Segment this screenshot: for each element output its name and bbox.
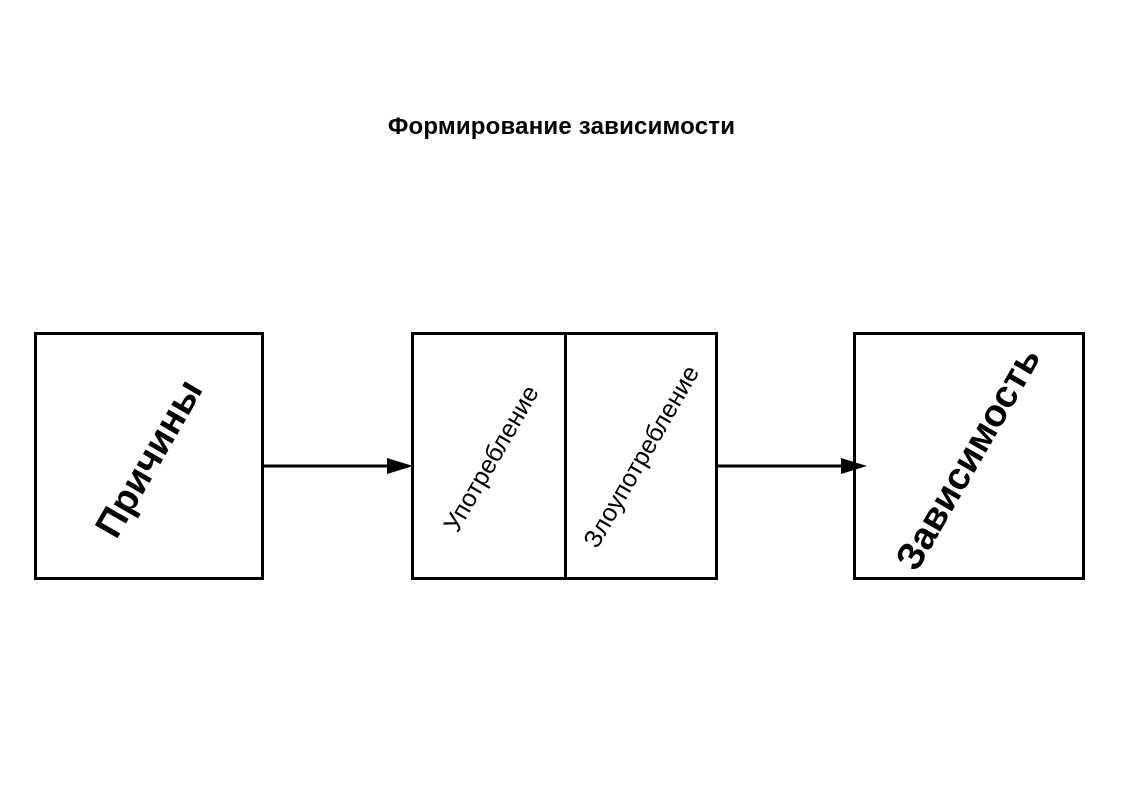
usage-abuse-box: Употребление Злоупотребление [411, 332, 718, 580]
arrow-causes-to-usage [264, 458, 413, 474]
diagram-title: Формирование зависимости [387, 113, 736, 140]
arrow-usage-to-dependence [718, 458, 867, 474]
usage-abuse-divider [564, 335, 567, 577]
dependence-box: Зависимость [853, 332, 1085, 580]
causes-box: Причины [34, 332, 264, 580]
